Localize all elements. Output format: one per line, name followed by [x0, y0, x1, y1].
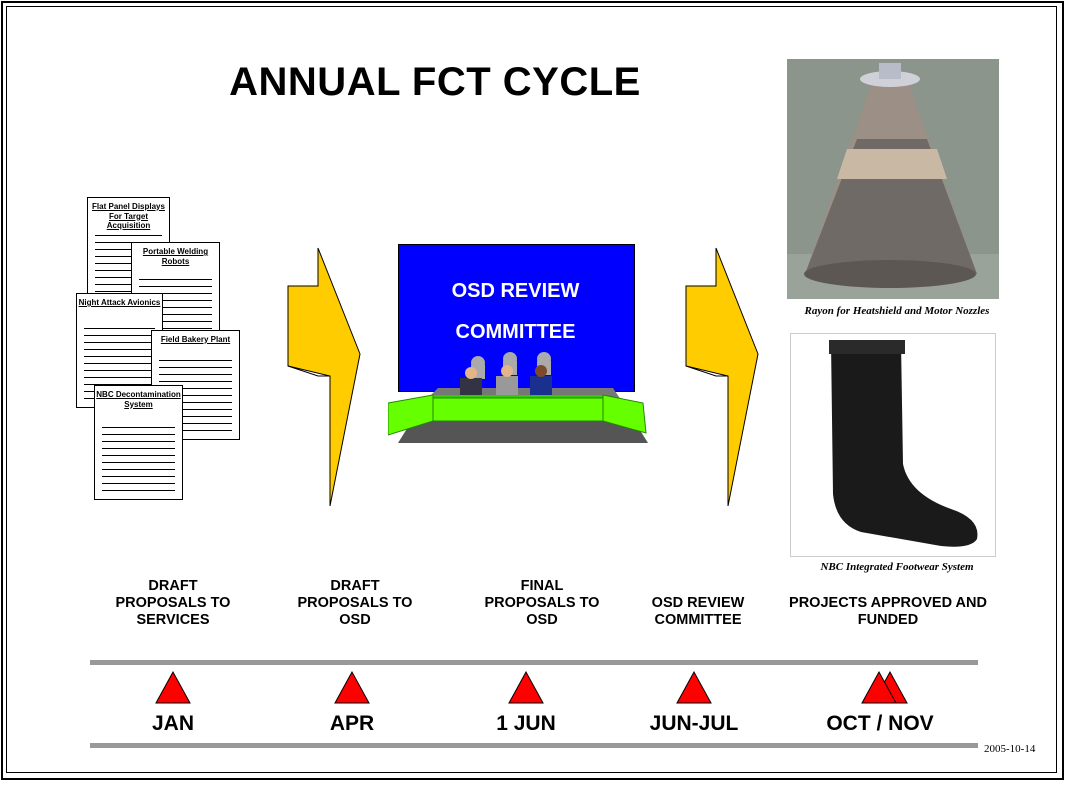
document-title: Flat Panel Displays For Target Acquisiti…	[92, 202, 165, 230]
heatshield-caption: Rayon for Heatshield and Motor Nozzles	[804, 305, 990, 317]
timeline-month: APR	[329, 712, 375, 735]
triangle-marker-icon	[155, 670, 191, 704]
triangle-marker-icon	[334, 670, 370, 704]
process-arrow-right	[685, 247, 759, 506]
stage-label: DRAFT PROPOSALS TO OSD	[297, 578, 413, 628]
timeline-month: OCT / NOV	[826, 712, 934, 735]
document-title: Night Attack Avionics	[78, 298, 161, 307]
footwear-caption: NBC Integrated Footwear System	[820, 561, 974, 573]
timeline-month: 1 JUN	[496, 712, 556, 735]
stage-label: FINAL PROPOSALS TO OSD	[484, 578, 600, 628]
timeline-bar-bottom	[90, 743, 978, 748]
timeline-month: JAN	[151, 712, 194, 735]
timeline-markers	[155, 670, 908, 704]
screen-text-line2: COMMITTEE	[455, 321, 576, 343]
triangle-marker-icon	[676, 670, 712, 704]
triangle-marker-icon	[508, 670, 544, 704]
document-title: Portable Welding Robots	[142, 247, 209, 266]
sock-image	[829, 340, 978, 547]
timeline-bar-top	[90, 660, 978, 665]
stage-label: DRAFT PROPOSALS TO SERVICES	[115, 578, 231, 628]
review-committee-scene: OSD REVIEW COMMITTEE	[388, 243, 658, 453]
document-title: Field Bakery Plant	[160, 335, 231, 344]
process-arrow-left	[287, 247, 361, 506]
slide-date: 2005-10-14	[984, 743, 1036, 755]
slide-title: ANNUAL FCT CYCLE	[229, 60, 641, 104]
footwear-photo	[790, 333, 996, 557]
nozzle-cone-image	[787, 59, 999, 299]
slide-inner-frame	[6, 6, 1057, 773]
stage-label: PROJECTS APPROVED AND FUNDED	[789, 595, 987, 628]
proposal-document: NBC Decontamination System	[94, 385, 183, 500]
committee-table-icon	[388, 352, 648, 443]
timeline-month: JUN-JUL	[649, 712, 739, 735]
stage-label: OSD REVIEW COMMITTEE	[651, 595, 745, 628]
screen-text-line1: OSD REVIEW	[451, 280, 580, 302]
triangle-marker-icon	[861, 670, 897, 704]
document-title: NBC Decontamination System	[96, 390, 181, 409]
heatshield-photo	[787, 59, 999, 299]
